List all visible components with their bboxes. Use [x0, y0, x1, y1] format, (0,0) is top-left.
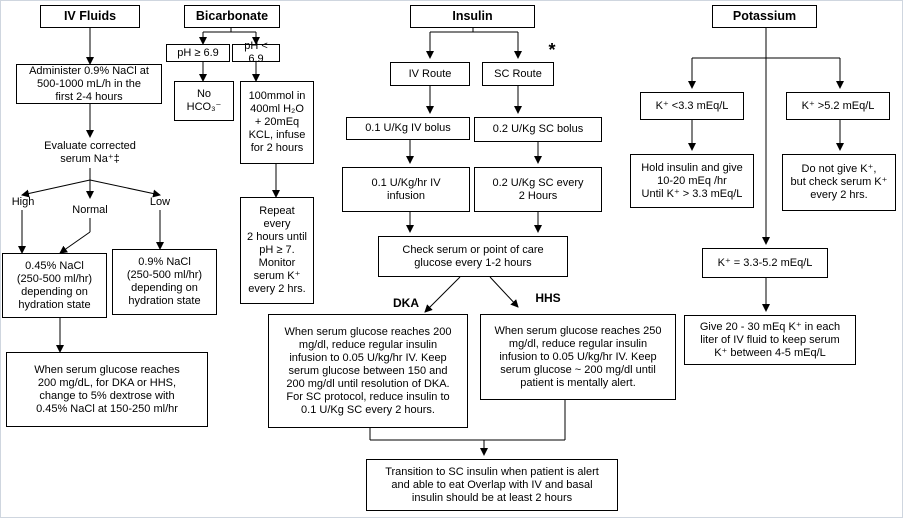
low-label: Low	[149, 196, 171, 208]
dka-label: DKA	[393, 296, 419, 310]
sc-bolus-box: 0.2 U/Kg SC bolus	[474, 117, 602, 142]
dka-glucose-box: When serum glucose reaches 200 mg/dl, re…	[268, 314, 468, 428]
potassium-high-box: K⁺ >5.2 mEq/L	[786, 92, 890, 120]
potassium-mid-box: K⁺ = 3.3-5.2 mEq/L	[702, 248, 828, 278]
bicarbonate-header: Bicarbonate	[184, 5, 280, 28]
ph-low-box: pH < 6.9	[232, 40, 280, 65]
sc-route-box: SC Route	[482, 62, 554, 86]
ph-high-box: pH ≥ 6.9	[166, 44, 230, 62]
high-label: High	[11, 196, 35, 208]
sc-route-asterisk: *	[548, 40, 556, 60]
bicarbonate-infusion-box: 100mmol in 400ml H₂O + 20mEq KCL, infuse…	[240, 81, 314, 164]
sc-every-box: 0.2 U/Kg SC every 2 Hours	[474, 167, 602, 212]
evaluate-sodium-label: Evaluate corrected serum Na⁺‡	[44, 140, 136, 165]
hold-insulin-box: Hold insulin and give 10-20 mEq /hr Unti…	[630, 154, 754, 208]
dextrose-switch-box: When serum glucose reaches 200 mg/dL, fo…	[6, 352, 208, 427]
transition-sc-box: Transition to SC insulin when patient is…	[366, 459, 618, 511]
potassium-low-box: K⁺ <3.3 mEq/L	[640, 92, 744, 120]
administer-nacl-box: Administer 0.9% NaCl at 500-1000 mL/h in…	[16, 64, 162, 104]
insulin-header: Insulin	[410, 5, 535, 28]
iv-infusion-box: 0.1 U/Kg/hr IV infusion	[342, 167, 470, 212]
hhs-glucose-box: When serum glucose reaches 250 mg/dl, re…	[480, 314, 676, 400]
iv-bolus-box: 0.1 U/Kg IV bolus	[346, 117, 470, 140]
repeat-bicarbonate-box: Repeat every 2 hours until pH ≥ 7. Monit…	[240, 197, 314, 304]
no-bicarbonate-box: No HCO₃⁻	[174, 81, 234, 121]
iv-route-box: IV Route	[390, 62, 470, 86]
normal-label: Normal	[72, 204, 108, 216]
normal-saline-box: 0.9% NaCl (250-500 ml/hr) depending on h…	[112, 249, 217, 315]
hhs-label: HHS	[535, 291, 561, 305]
check-glucose-box: Check serum or point of care glucose eve…	[378, 236, 568, 277]
iv-fluids-header: IV Fluids	[40, 5, 140, 28]
potassium-header: Potassium	[712, 5, 817, 28]
half-normal-saline-box: 0.45% NaCl (250-500 ml/hr) depending on …	[2, 253, 107, 318]
give-potassium-box: Give 20 - 30 mEq K⁺ in each liter of IV …	[684, 315, 856, 365]
do-not-give-box: Do not give K⁺, but check serum K⁺ every…	[782, 154, 896, 211]
